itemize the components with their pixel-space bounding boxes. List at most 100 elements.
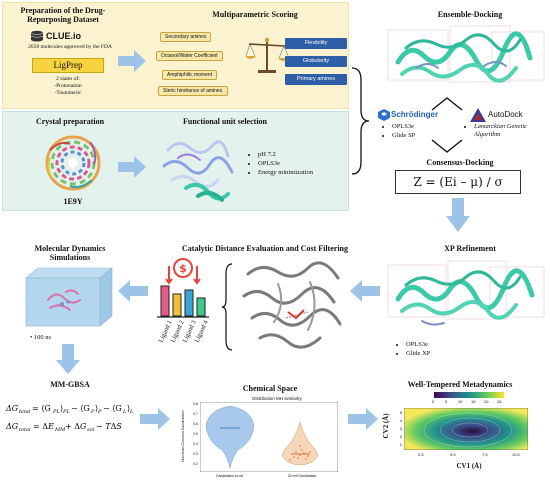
- chemical-space-plot: Distribution MH similarity Maximum Commo…: [172, 396, 344, 482]
- xp-bullets: OPLS3e Glide XP: [398, 340, 430, 358]
- scoring-title: Multiparametric Scoring: [212, 10, 298, 19]
- catalytic-title: Catalytic Distance Evaluation and Cost F…: [182, 244, 348, 253]
- clue-logo: CLUE.io: [30, 30, 110, 42]
- arrow-left-icon: [118, 280, 148, 302]
- plot-title: Distribution MH similarity: [252, 396, 302, 401]
- md-title: Molecular Dynamics Simulations: [34, 244, 106, 262]
- bullet-glide-sp: Glide SP: [392, 131, 415, 140]
- svg-text:L: L: [129, 409, 134, 415]
- autodock-logo: AutoDock: [470, 107, 550, 123]
- scoring-boxes: Flexibility Globularity Primary amines: [285, 38, 347, 94]
- crystal-structure-image: [45, 135, 101, 191]
- svg-text:= ⟨G: = ⟨G: [32, 404, 51, 413]
- mmgbsa-title: MM-GBSA: [50, 380, 90, 389]
- metad-title: Well-Tempered Metadynamics: [407, 380, 513, 389]
- svg-text:L: L: [122, 409, 127, 415]
- cb-tick: 25: [497, 399, 502, 404]
- svg-text:= ΔE: = ΔE: [33, 422, 54, 431]
- catalytic-site-image: [242, 261, 342, 349]
- svg-text:PL: PL: [52, 409, 60, 415]
- mmgbsa-equations: ΔG bind = ⟨G PL ⟩ PL − ⟨G P ⟩ P − ⟨G L ⟩…: [5, 404, 134, 433]
- colorbar: [434, 392, 504, 398]
- functional-unit-protein-image: [162, 140, 234, 202]
- left-brace-icon: [222, 263, 233, 351]
- bullet-energy: Energy minimization: [258, 168, 318, 177]
- plot-ylabel: Maximum Common Substructure: [181, 410, 185, 462]
- y-tick: 4: [399, 418, 402, 423]
- ensemble-protein-image: [387, 25, 545, 83]
- molecule-count: 2658 molecules approved by the FDA: [28, 44, 112, 50]
- svg-text:ΔG: ΔG: [5, 404, 19, 413]
- arrow-right-icon: [118, 156, 146, 178]
- svg-text:ΔG: ΔG: [5, 422, 19, 431]
- colorbar-ticks: 0 5 10 15 20 25: [432, 399, 508, 405]
- ligprep-box: LigPrep: [32, 58, 104, 73]
- svg-text:− ⟨G: − ⟨G: [71, 404, 90, 413]
- y-tick: 3: [399, 426, 402, 431]
- md-box-image: [25, 267, 113, 327]
- box-primary-amines: Primary amines: [285, 74, 347, 85]
- svg-text:⟩: ⟩: [127, 404, 130, 413]
- bullet-ph: pH 7.2: [258, 150, 318, 159]
- violin-points: [289, 445, 311, 461]
- x-tick: 5.0: [450, 452, 456, 457]
- arrow-right-icon: [348, 408, 378, 430]
- md-time: • 100 ns: [30, 334, 52, 341]
- box-globularity: Globularity: [285, 56, 347, 67]
- x-tick: 7.5: [482, 452, 488, 457]
- violin-plot: [200, 402, 338, 472]
- chevron-up-icon: [431, 97, 463, 111]
- y-tick: 0.4: [193, 442, 198, 446]
- cost-filter-icon: $: [157, 258, 209, 318]
- schrodinger-icon: [378, 109, 390, 121]
- svg-text:P: P: [90, 409, 95, 415]
- x-tick: 2.5: [418, 452, 424, 457]
- violin-candidates: [205, 405, 255, 469]
- x-tick: 10.0: [512, 452, 520, 457]
- right-brace-icon: [351, 67, 370, 175]
- tag-steric: Steric hindrance of amines: [158, 86, 228, 96]
- y-tick: 0.8: [193, 402, 198, 406]
- tag-secondary-amines: Secondary amines: [160, 32, 212, 42]
- tag-octanol-water: Octanol/Water Coefficient: [156, 51, 223, 61]
- schrodinger-bullets: OPLS3e Glide SP: [384, 122, 415, 140]
- y-tick: 5: [399, 410, 402, 415]
- svg-text:P: P: [97, 409, 102, 415]
- schrodinger-logo: Schrödinger: [378, 109, 448, 121]
- dataset-title: Preparation of the Drug-Repurposing Data…: [20, 6, 106, 24]
- bullet-opls3e: OPLS3e: [406, 340, 430, 349]
- database-icon: [30, 30, 44, 42]
- autodock-label: AutoDock: [488, 110, 523, 119]
- svg-text:MM: MM: [54, 427, 66, 433]
- arrow-down-icon: [56, 344, 80, 374]
- y-tick: 2: [399, 434, 402, 439]
- y-tick: 0.6: [193, 422, 198, 426]
- ensemble-title: Ensemble-Docking: [437, 10, 503, 19]
- schrodinger-label: Schrödinger: [391, 110, 439, 119]
- svg-text:⟩: ⟩: [60, 404, 63, 413]
- cb-tick: 0: [432, 399, 435, 404]
- autodock-icon: [470, 108, 486, 122]
- xp-title: XP Refinement: [444, 244, 496, 253]
- svg-text:total: total: [19, 427, 31, 433]
- md-time-value: 100 ns: [33, 334, 52, 341]
- arrow-right-icon: [140, 408, 170, 430]
- metad-ylabel: CV2 (Å): [382, 413, 390, 439]
- protonation-label: -Protonation: [54, 83, 82, 89]
- consensus-title: Consensus-Docking: [426, 158, 494, 167]
- arrow-down-icon: [446, 198, 470, 232]
- tag-amphiphilic: Amphiphilic moment: [162, 70, 218, 80]
- bullet-lamarckian: Lamarckian Genetic Algorithm: [474, 123, 550, 139]
- bullet-opls3e: OPLS3e: [258, 159, 318, 168]
- svg-text:− TΔS: − TΔS: [96, 422, 122, 431]
- clue-label: CLUE.io: [46, 31, 81, 41]
- crystal-title: Crystal preparation: [35, 117, 105, 126]
- svg-text:PL: PL: [62, 409, 70, 415]
- ligand-labels: Ligand 1 Ligand 2 Ligand 3 Ligand 4: [152, 318, 220, 354]
- metad-xticks: 2.5 5.0 7.5 10.0: [404, 452, 528, 458]
- xp-protein-image: [387, 260, 545, 326]
- cb-tick: 20: [484, 399, 489, 404]
- autodock-bullets: Lamarckian Genetic Algorithm: [466, 123, 550, 139]
- svg-text:+ ΔG: + ΔG: [65, 422, 87, 431]
- y-tick: 1: [399, 442, 402, 447]
